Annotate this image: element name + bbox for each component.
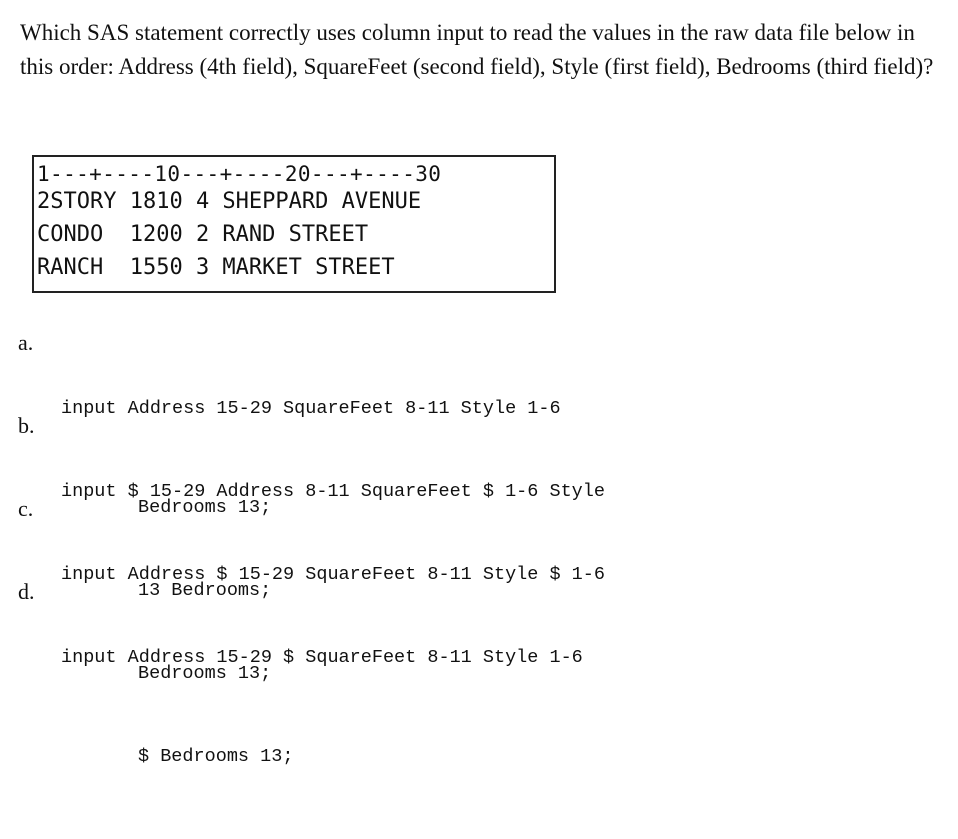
raw-data-box: 1---+----10---+----20---+----30 2STORY 1… xyxy=(32,155,556,293)
option-code: input $ 15-29 Address 8-11 SquareFeet $ … xyxy=(61,409,605,673)
option-code-line: $ Bedrooms 13; xyxy=(138,746,294,767)
raw-data-row: RANCH 1550 3 MARKET STREET xyxy=(37,255,395,280)
raw-data-row: 2STORY 1810 4 SHEPPARD AVENUE xyxy=(37,189,422,214)
option-code-line: 13 Bedrooms; xyxy=(138,580,272,601)
raw-data-row: CONDO 1200 2 RAND STREET xyxy=(37,222,369,247)
option-code-line: input Address $ 15-29 SquareFeet 8-11 St… xyxy=(61,564,605,585)
option-letter: a. xyxy=(18,330,34,355)
question-text: Which SAS statement correctly uses colum… xyxy=(20,20,934,79)
option-letter: d. xyxy=(18,579,35,604)
option-code: input Address 15-29 $ SquareFeet 8-11 St… xyxy=(61,575,583,839)
option-code: input Address 15-29 SquareFeet 8-11 Styl… xyxy=(61,326,561,590)
option-code-line: input $ 15-29 Address 8-11 SquareFeet $ … xyxy=(61,481,605,502)
option-code-line: Bedrooms 13; xyxy=(138,497,272,518)
option-code-line: input Address 15-29 SquareFeet 8-11 Styl… xyxy=(61,398,561,419)
option-letter: c. xyxy=(18,496,34,521)
option-code-line: input Address 15-29 $ SquareFeet 8-11 St… xyxy=(61,647,583,668)
column-ruler: 1---+----10---+----20---+----30 xyxy=(37,162,442,186)
option-letter: b. xyxy=(18,413,35,438)
